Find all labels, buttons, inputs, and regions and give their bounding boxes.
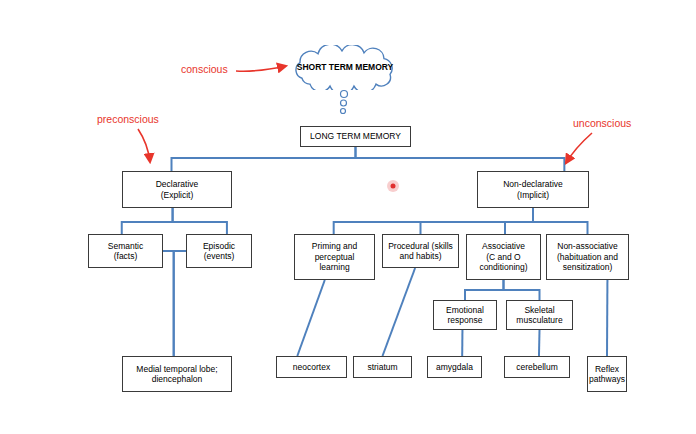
node-text: neocortex [293, 362, 330, 373]
tree-connector [163, 251, 174, 356]
brain-region-box: neocortex [276, 356, 347, 378]
tree-connector [465, 280, 504, 300]
pointer-arrow [566, 133, 592, 163]
memory-type-box: Procedural (skills and habits) [382, 234, 459, 268]
tree-connector [174, 251, 186, 356]
tree-connector [505, 208, 533, 234]
node-text: Medial temporal lobe; diencephalon [133, 364, 221, 385]
memory-type-box: Episodic (events) [186, 234, 252, 268]
category-box: Non-declarative (Implicit) [477, 171, 589, 208]
node-text: amygdala [436, 362, 473, 373]
tree-connector [122, 208, 173, 234]
node-text: Priming and perceptual learning [310, 241, 360, 273]
category-box: Declarative (Explicit) [122, 171, 232, 208]
tree-connector [606, 280, 608, 356]
node-text: Reflex pathways [588, 364, 626, 385]
memory-type-box: Semantic (facts) [88, 234, 163, 268]
thought-cloud: SHORT TERM MEMORY [288, 45, 402, 90]
tree-connector [504, 280, 540, 300]
node-text: LONG TERM MEMORY [310, 131, 401, 142]
brain-region-box: cerebellum [504, 356, 570, 378]
memory-box: LONG TERM MEMORY [300, 126, 411, 147]
tree-connector [297, 280, 324, 356]
brain-region-box: amygdala [427, 356, 482, 378]
memory-type-box: Associative (C and O conditioning) [466, 234, 541, 280]
node-text: Procedural (skills and habits) [387, 241, 455, 262]
consciousness-label: unconscious [573, 117, 631, 129]
node-text: Episodic (events) [197, 241, 242, 262]
pointer-arrow [138, 129, 150, 162]
cursor-dot [387, 180, 399, 192]
thought-bubble [341, 91, 348, 98]
pointer-arrow [236, 66, 286, 71]
tree-connector [334, 208, 533, 234]
node-text: SHORT TERM MEMORY [297, 62, 394, 73]
tree-connector [172, 147, 356, 171]
memory-type-box: Non-associative (habituation and sensiti… [546, 234, 629, 280]
tree-connector [421, 208, 534, 234]
brain-region-box: Reflex pathways [587, 356, 627, 392]
tree-connector [173, 208, 227, 234]
node-text: striatum [367, 362, 397, 373]
tree-connector [461, 330, 463, 356]
node-text: Non-associative (habituation and sensiti… [556, 241, 620, 273]
cursor-dot [391, 184, 396, 189]
node-text: Semantic (facts) [103, 241, 148, 262]
brain-region-box: striatum [353, 356, 412, 378]
node-text: Non-declarative (Implicit) [494, 179, 572, 200]
node-text: Skeletal musculature [515, 305, 565, 326]
node-text: cerebellum [516, 362, 558, 373]
subtype-box: Skeletal musculature [506, 300, 573, 330]
node-text: Associative (C and O conditioning) [478, 241, 530, 273]
tree-connector [538, 330, 541, 356]
thought-bubble [341, 109, 346, 114]
tree-connector [383, 268, 416, 356]
memory-type-box: Priming and perceptual learning [294, 234, 375, 280]
consciousness-label: preconscious [97, 113, 159, 125]
consciousness-label: conscious [181, 63, 228, 75]
subtype-box: Emotional response [433, 300, 497, 330]
node-text: Declarative (Explicit) [142, 179, 212, 200]
tree-connector [533, 208, 588, 234]
brain-region-box: Medial temporal lobe; diencephalon [122, 356, 232, 392]
node-text: Emotional response [440, 305, 490, 326]
tree-connector [356, 147, 565, 171]
thought-bubble [341, 100, 347, 106]
